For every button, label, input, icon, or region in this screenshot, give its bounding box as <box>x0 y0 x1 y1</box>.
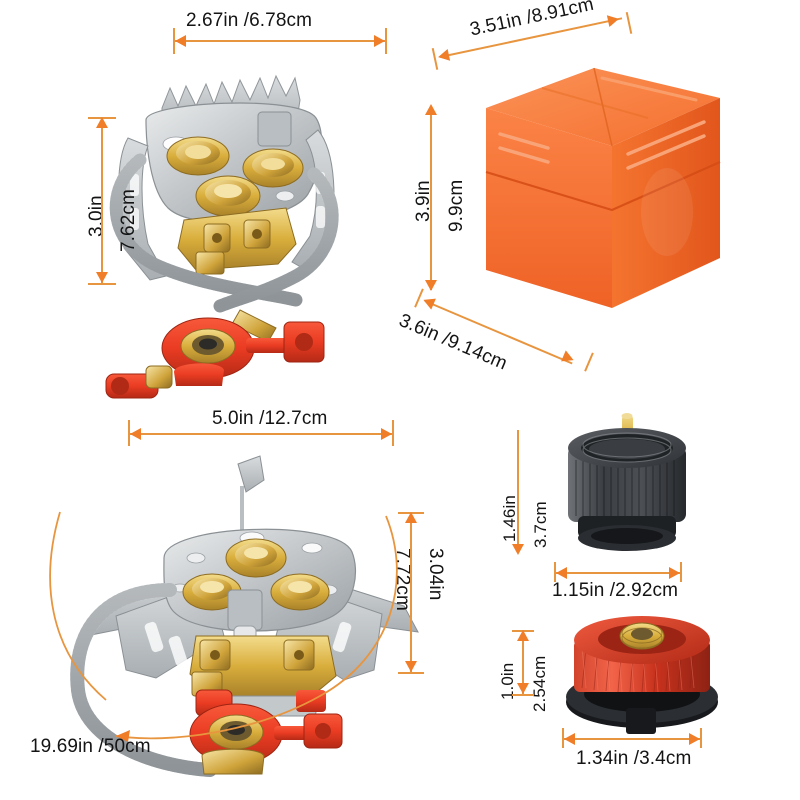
arrow-head <box>425 104 437 115</box>
dimension-line <box>517 430 519 552</box>
dimension-label-red-height-cm: 2.54cm <box>530 655 549 712</box>
dimension-line <box>556 572 680 574</box>
dimension-line <box>430 108 432 290</box>
tick-mark <box>128 420 130 446</box>
tick-mark <box>554 562 556 582</box>
arrow-head <box>405 512 417 523</box>
dimension-line <box>522 632 524 694</box>
dimension-line <box>564 738 700 740</box>
dimension-label-unfolded-height-in: 3.04in <box>425 548 446 601</box>
arrow-head <box>517 683 529 694</box>
arrow-head <box>436 48 451 64</box>
dimension-label-black-width: 1.15in /2.92cm <box>552 580 679 601</box>
tick-mark <box>398 672 424 674</box>
dimension-label-folded-height-cm: 7.62cm <box>118 189 139 252</box>
unfolded-stove-valve <box>176 689 366 790</box>
tick-mark <box>512 694 534 696</box>
dimension-line <box>101 119 103 283</box>
arrow-head <box>689 733 700 745</box>
product-red-adapter <box>552 604 732 734</box>
arrow-head <box>512 544 524 555</box>
arrow-head <box>425 280 437 291</box>
arrow-head <box>175 35 186 47</box>
dimension-line <box>175 40 385 42</box>
arrow-head <box>564 733 575 745</box>
arrow-head <box>374 35 385 47</box>
product-folded-stove <box>100 48 370 399</box>
dimension-label-unfolded-width: 5.0in /12.7cm <box>212 408 328 429</box>
arrow-head <box>96 117 108 128</box>
arrow-head <box>96 272 108 283</box>
dimension-label-hose-length: 19.69in /50cm <box>30 736 151 757</box>
tick-mark <box>562 728 564 748</box>
arrow-head <box>421 294 436 310</box>
arrow-head <box>381 428 392 440</box>
dimension-label-red-width: 1.34in /3.4cm <box>576 748 692 769</box>
product-black-adapter <box>556 412 716 562</box>
tick-mark <box>392 420 394 446</box>
tick-mark <box>173 28 175 54</box>
tick-mark <box>625 12 632 34</box>
arrow-head <box>517 630 529 641</box>
dimension-label-case-height-in: 3.9in <box>413 180 434 222</box>
tick-mark <box>385 28 387 54</box>
dimension-label-folded-width: 2.67in /6.78cm <box>186 10 313 31</box>
arrow-head <box>669 567 680 579</box>
tick-mark <box>584 352 594 372</box>
arrow-head <box>606 12 621 28</box>
arrow-head <box>130 428 141 440</box>
dimension-line <box>410 514 412 672</box>
tick-mark <box>700 728 702 748</box>
arrow-head <box>405 661 417 672</box>
arrow-head <box>561 350 576 366</box>
dimension-label-black-height-cm: 3.7cm <box>531 501 550 548</box>
dimension-line <box>130 433 392 435</box>
hose-length-curve <box>49 511 398 742</box>
dimension-label-case-height-cm: 9.9cm <box>446 179 467 232</box>
arrow-head <box>556 567 567 579</box>
dimension-label-folded-height-in: 3.0in <box>86 195 107 237</box>
tick-mark <box>680 562 682 582</box>
product-carry-case <box>452 62 742 332</box>
tick-mark <box>88 283 116 285</box>
